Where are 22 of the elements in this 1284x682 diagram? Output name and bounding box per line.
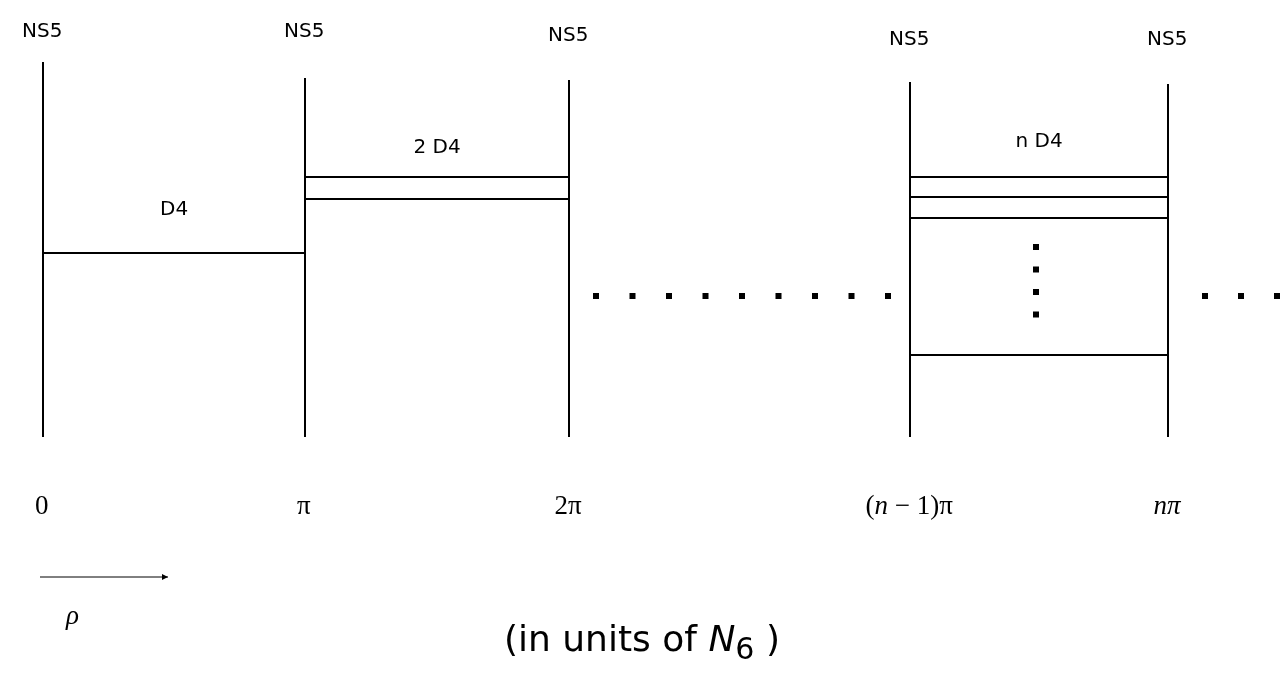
position-value: nπ xyxy=(1153,490,1181,521)
edge-label: 2 D4 xyxy=(413,134,461,158)
brane-name: NS5 xyxy=(22,18,63,42)
d4-brane-line xyxy=(910,217,1168,219)
axis-symbol: ρ xyxy=(66,600,79,631)
brane-name: NS5 xyxy=(889,26,930,50)
d4-brane-line xyxy=(43,252,305,254)
d4-brane-line xyxy=(910,196,1168,198)
d4-brane-line xyxy=(910,354,1168,356)
brane-name: NS5 xyxy=(548,22,589,46)
edge-label: D4 xyxy=(160,196,189,220)
position-value: π xyxy=(297,490,311,521)
d4-brane-line xyxy=(305,198,569,200)
d4-brane-line xyxy=(305,176,569,178)
position-value: 0 xyxy=(35,490,49,521)
brane-name: NS5 xyxy=(1147,26,1188,50)
position-value: (n − 1)π xyxy=(865,490,953,521)
d4-brane-line xyxy=(910,176,1168,178)
caption: (in units of N$_{6}$ ) xyxy=(504,618,780,667)
brane-name: NS5 xyxy=(284,18,325,42)
position-value: 2π xyxy=(554,490,582,521)
edge-label: n D4 xyxy=(1015,128,1063,152)
